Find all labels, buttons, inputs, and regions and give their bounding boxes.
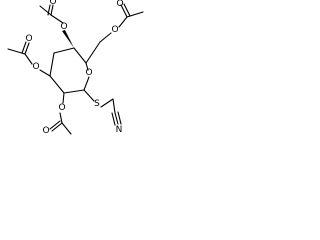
bond-c2-o (62, 92, 65, 104)
bond-ring-o-c5 (85, 62, 89, 71)
c3-acetate-group (7, 41, 51, 77)
bond-carbonyl-o-2 (47, 4, 51, 16)
c6-oxygen-label: O (111, 25, 118, 35)
molecule-structure: O O O O O O O O O S N (7, 0, 144, 136)
bond-o-carbonyl-c (118, 16, 128, 28)
bond-c1-s (83, 89, 95, 102)
bond-carbonyl-o-1 (120, 4, 128, 18)
sulfur-label: S (94, 99, 100, 109)
cyanomethylthio-group (83, 89, 122, 126)
wedge-c4-o (62, 30, 74, 48)
bond-carbonyl-o-2 (21, 41, 27, 54)
c3-oxygen-label: O (32, 62, 39, 72)
c6-acetate-group (85, 3, 144, 64)
atom-labels: O O O O O O O O O S N (25, 0, 123, 136)
bond-s-ch2 (100, 98, 114, 108)
c2-oxygen-label: O (58, 103, 65, 113)
bond-triple-2 (111, 112, 116, 126)
bond-c6-o (99, 32, 112, 43)
bond-c4-c3 (49, 52, 55, 77)
bond-o-carbonyl-c (50, 14, 64, 24)
bond-acetyl-methyl (39, 5, 52, 16)
bond-o-carbonyl-c (59, 112, 63, 124)
bond-carbonyl-o-2 (123, 3, 131, 17)
nitrile-nitrogen-label: N (116, 125, 123, 135)
bond-c2-c1 (63, 89, 85, 94)
c4-acetate-group (39, 4, 74, 48)
bond-carbonyl-o-1 (24, 42, 30, 55)
bond-c1-ring-o (83, 76, 90, 91)
bond-carbonyl-o-2 (49, 120, 61, 130)
bond-carbonyl-o-1 (51, 122, 63, 132)
bond-c3-c2 (49, 75, 65, 94)
bond-o-carbonyl-c (24, 53, 33, 65)
c4-oxygen-label: O (60, 22, 67, 32)
ring-oxygen-label: O (85, 68, 92, 78)
bond-ch2-cn-c (112, 98, 116, 114)
bond-c5-c6 (85, 41, 101, 64)
bond-c5-c4-left (53, 47, 75, 54)
bond-triple-1 (114, 112, 119, 125)
bond-carbonyl-o-1 (50, 4, 54, 16)
c2-acetate-group (49, 92, 72, 135)
c6-carbonyl-oxygen-label: O (116, 0, 123, 9)
c2-carbonyl-oxygen-label: O (42, 126, 49, 136)
bond-c3-o (39, 69, 51, 77)
pyranose-ring (49, 47, 90, 94)
bond-c5-c4 (73, 47, 87, 64)
bond-triple-3 (117, 111, 122, 125)
bond-acetyl-methyl (61, 122, 72, 135)
c3-carbonyl-oxygen-label: O (25, 34, 32, 44)
c4-carbonyl-oxygen-label: O (49, 0, 56, 7)
